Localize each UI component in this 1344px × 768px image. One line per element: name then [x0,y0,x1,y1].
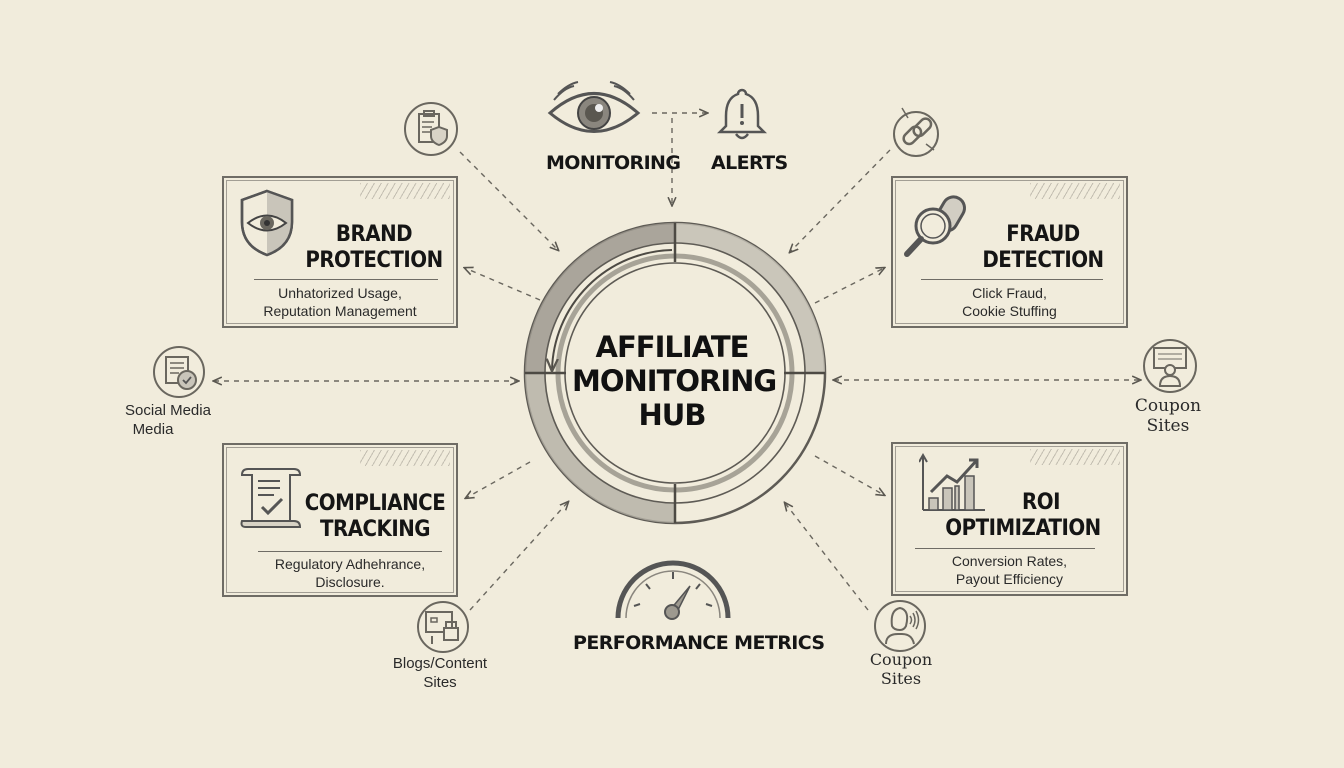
shield-eye-icon [240,189,294,257]
label-line1: Coupon [869,650,933,669]
card-desc-line1: Conversion Rates, [951,553,1068,569]
hatch-decoration [1030,449,1120,465]
label-line2: Sites [423,674,457,691]
blogs-content-label: Blogs/Content Sites [370,654,510,692]
card-title-line2: OPTIMIZATION [945,516,1101,541]
divider [921,279,1103,280]
card-fraud-detection[interactable]: FRAUD DETECTION Click Fraud, Cookie Stuf… [891,176,1128,328]
hub-title-line2: MONITORING [572,364,777,398]
document-shield-icon[interactable] [151,345,207,399]
card-desc-line2: Payout Efficiency [955,571,1064,587]
person-screen-icon[interactable] [1142,338,1198,394]
card-roi-optimization[interactable]: ROI OPTIMIZATION Conversion Rates, Payou… [891,442,1128,596]
person-voice-icon[interactable] [872,598,928,654]
card-title-line2: TRACKING [319,517,431,542]
card-title: BRAND PROTECTION [294,222,454,274]
card-desc-line1: Unhatorized Usage, [278,285,402,301]
performance-metrics-label: PERFORMANCE METRICS [573,632,825,654]
label-line2: Media [132,421,174,438]
monitoring-label: MONITORING [546,152,681,174]
card-title-line1: ROI [1022,490,1060,515]
bell-alert-icon [716,88,768,140]
hatch-decoration [360,450,450,466]
devices-icon[interactable] [416,600,470,654]
card-title: COMPLIANCE TRACKING [296,491,454,543]
card-title-line1: FRAUD [1006,222,1080,247]
card-title-line2: DETECTION [982,248,1104,273]
bar-chart-trend-icon [919,452,985,511]
card-title-line1: BRAND [335,222,413,247]
card-desc-line1: Regulatory Adhehrance, [274,556,426,572]
card-description: Regulatory Adhehrance, Disclosure. [244,555,456,591]
hatch-decoration [360,183,450,199]
clipboard-shield-icon[interactable] [403,101,459,157]
hatch-decoration [1030,183,1120,199]
divider [254,279,438,280]
card-title-line1: COMPLIANCE [304,491,446,516]
card-desc-line2: Cookie Stuffing [962,303,1057,319]
card-description: Unhatorized Usage, Reputation Management [224,284,456,320]
card-compliance-tracking[interactable]: COMPLIANCE TRACKING Regulatory Adhehranc… [222,443,458,597]
label-line1: Blogs/Content [392,655,488,672]
social-media-label: Social Media Media [108,401,228,439]
card-title-line2: PROTECTION [305,248,443,273]
card-desc-line2: Disclosure. [315,574,385,590]
card-brand-protection[interactable]: BRAND PROTECTION Unhatorized Usage, Repu… [222,176,458,328]
broken-link-icon[interactable] [888,104,944,160]
hub-ring [523,221,827,525]
label-line2: Sites [1146,416,1190,436]
card-description: Click Fraud, Cookie Stuffing [893,284,1126,320]
card-desc-line1: Click Fraud, [972,285,1047,301]
alerts-label: ALERTS [711,152,788,174]
scroll-check-icon [240,468,302,528]
divider [915,548,1095,549]
coupon-sites-bottom-label: Coupon Sites [846,650,956,688]
card-description: Conversion Rates, Payout Efficiency [893,552,1126,588]
card-title: FRAUD DETECTION [963,222,1123,274]
label-line1: Social Media [125,402,211,419]
coupon-sites-right-label: Coupon Sites [1112,396,1224,436]
card-title: ROI OPTIMIZATION [923,490,1123,542]
label-line2: Sites [880,669,922,688]
hub-title: AFFILIATE MONITORING HUB [572,330,777,432]
gauge-icon [615,560,731,620]
eye-icon [547,81,641,133]
hub-title-line3: HUB [638,398,707,432]
hub-title-line1: AFFILIATE [595,330,750,364]
divider [258,551,442,552]
magnifier-link-icon [904,195,966,257]
label-line1: Coupon [1134,396,1202,416]
card-desc-line2: Reputation Management [263,303,417,319]
